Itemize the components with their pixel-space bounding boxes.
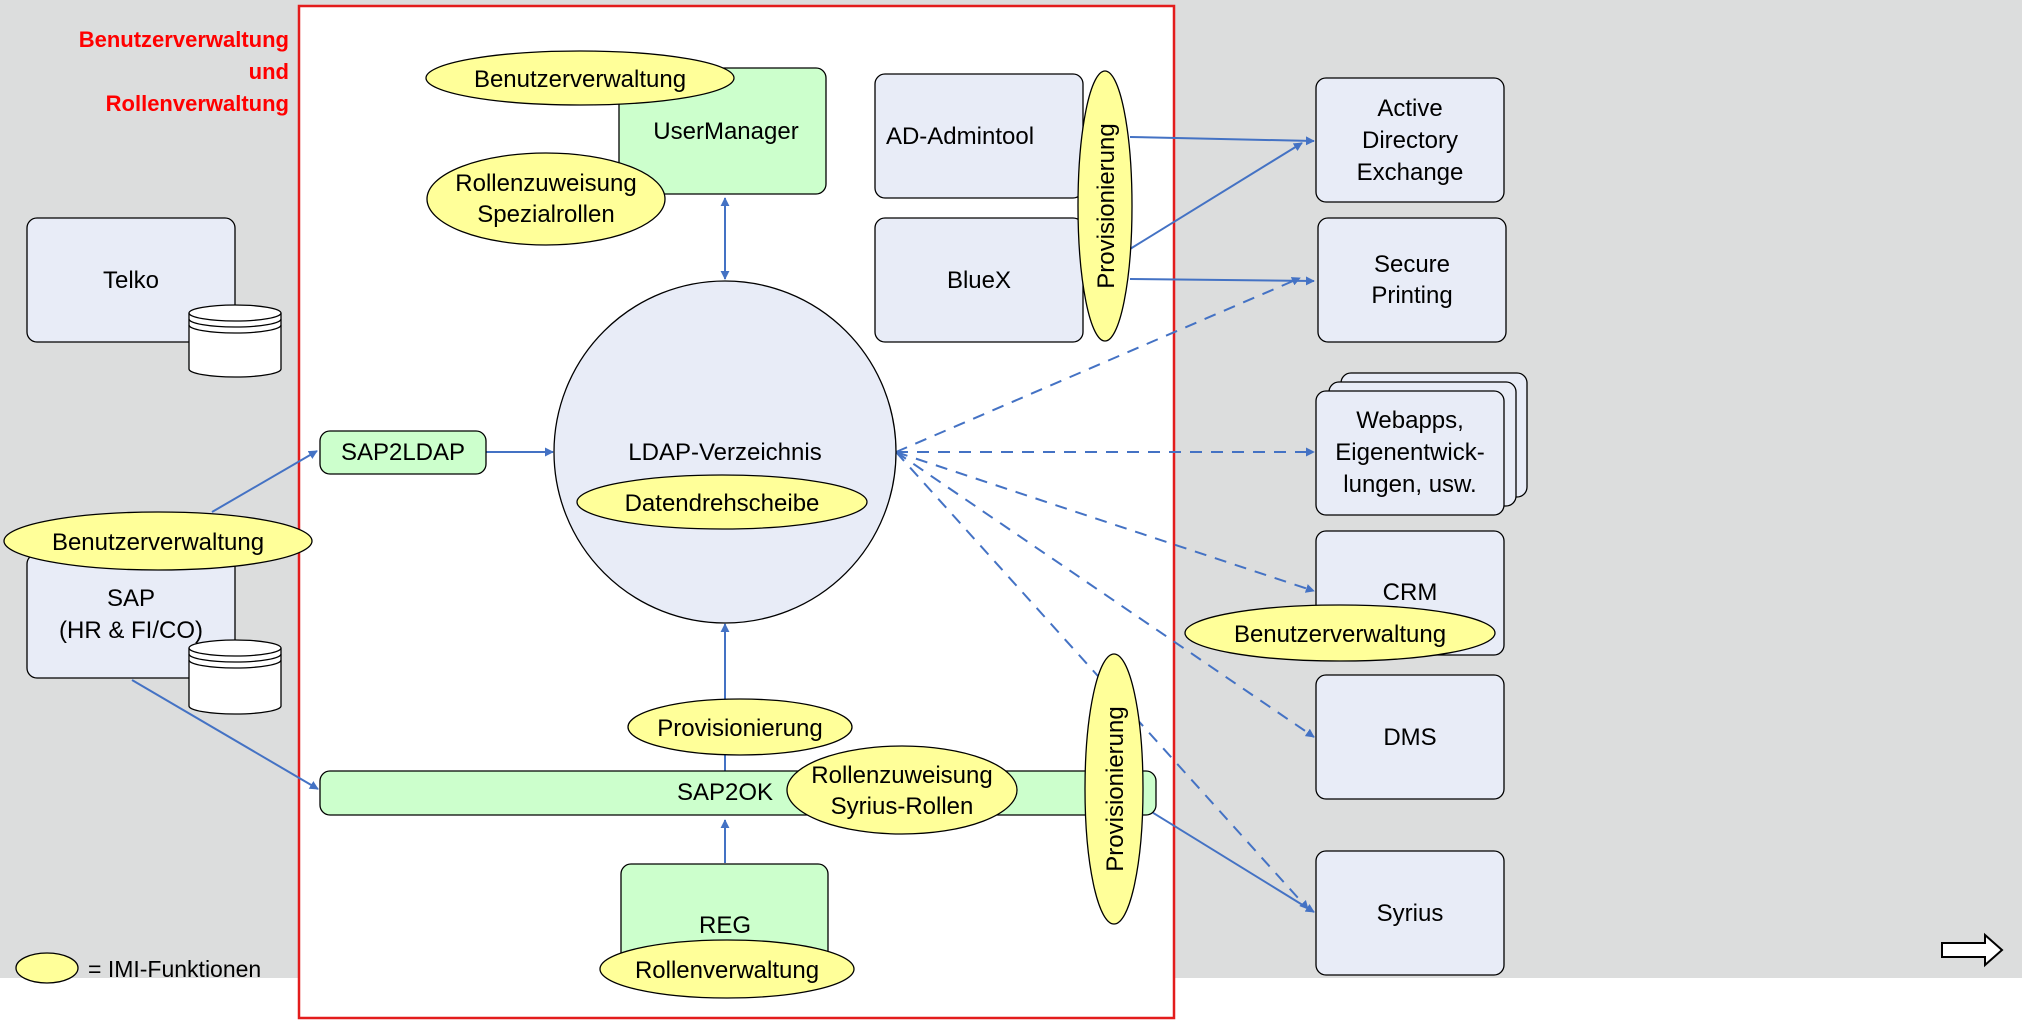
webapps-line-2: Eigenentwick- (1335, 439, 1484, 466)
node-provisionierung-bottom: Provisionierung (1084, 653, 1144, 925)
provisionierung-center-label: Provisionierung (657, 715, 822, 742)
telko-box (26, 217, 236, 343)
usermanager-label: UserManager (653, 118, 798, 145)
webapps-box (1315, 390, 1505, 516)
sap2ldap-box (319, 430, 487, 475)
connector-prov-to-ad (1129, 136, 1315, 146)
legend-imi-swatch (15, 952, 79, 984)
provisionierung-center-oval (627, 698, 853, 756)
crm-benutzerverwaltung-oval (1184, 604, 1496, 662)
sap-label-line-2: (HR & FI/CO) (59, 617, 203, 644)
connector-sap-to-sap2ok (131, 679, 319, 790)
dms-box (1315, 674, 1505, 800)
title-line-3: Rollenverwaltung (106, 91, 289, 116)
syrius-label: Syrius (1377, 900, 1444, 927)
node-provisionierung-center: Provisionierung (627, 698, 853, 756)
node-usermanager: UserManager Benutzerverwaltung Rollenzuw… (425, 50, 827, 246)
sap-benutzerverwaltung-label: Benutzerverwaltung (52, 529, 264, 556)
secure-printing-line-1: Secure (1374, 251, 1450, 278)
provisionierung-bottom-oval (1084, 653, 1144, 925)
node-sap: SAP (HR & FI/CO) Benutzerverwaltung (3, 511, 313, 715)
node-secure-printing: Secure Printing (1317, 217, 1507, 343)
node-telko: Telko (26, 217, 282, 378)
webapps-line-3: lungen, usw. (1343, 471, 1476, 498)
sap-label-line-1: SAP (107, 585, 155, 612)
active-directory-line-1: Active (1377, 95, 1442, 122)
connector-prov-to-secure (1129, 276, 1315, 286)
crm-benutzerverwaltung-label: Benutzerverwaltung (1234, 621, 1446, 648)
dashed-ldap-to-syrius (895, 451, 1309, 910)
rollenzuweisung-line-1: Rollenzuweisung (455, 170, 636, 197)
node-sap2ldap: SAP2LDAP (319, 430, 487, 475)
database-icon (188, 639, 282, 715)
connectors (131, 136, 1315, 913)
next-slide-arrow-shape (1941, 932, 2004, 968)
datendrehscheibe-oval (576, 474, 868, 530)
active-directory-box (1315, 77, 1505, 203)
title-line-1: Benutzerverwaltung (79, 27, 289, 52)
title-line-2: und (249, 59, 289, 84)
rollenverwaltung-label: Rollenverwaltung (635, 957, 819, 984)
node-webapps: Webapps, Eigenentwick- lungen, usw. (1315, 372, 1528, 516)
syrius-rollen-line-1: Rollenzuweisung (811, 762, 992, 789)
node-provisionierung-top: Provisionierung (1077, 70, 1133, 342)
legend: = IMI-Funktionen (15, 952, 261, 984)
dashed-ldap-to-secure (895, 277, 1301, 453)
syrius-rollen-oval (786, 745, 1018, 835)
bluex-label: BlueX (947, 267, 1011, 294)
rollenzuweisung-line-2: Spezialrollen (477, 201, 614, 228)
sap-benutzerverwaltung-oval (3, 511, 313, 571)
database-icon (188, 304, 282, 378)
usermanager-benutzerverwaltung-label: Benutzerverwaltung (474, 66, 686, 93)
dashed-ldap-to-crm (895, 451, 1315, 593)
datendrehscheibe-label: Datendrehscheibe (625, 490, 820, 517)
node-dms: DMS (1315, 674, 1505, 800)
telko-label: Telko (103, 267, 159, 294)
provisionierung-top-label: Provisionierung (1093, 123, 1120, 288)
ldap-circle (553, 280, 897, 624)
connector-bluex-to-ad (1129, 142, 1303, 250)
connector-sap-to-sap2ldap (211, 450, 318, 513)
provisionierung-bottom-label: Provisionierung (1102, 706, 1129, 871)
dashed-ldap-to-dms (895, 451, 1315, 738)
syrius-box (1315, 850, 1505, 976)
node-ldap-verzeichnis: LDAP-Verzeichnis Datendrehscheibe (553, 280, 897, 624)
syrius-rollen-line-2: Syrius-Rollen (831, 793, 974, 820)
active-directory-line-3: Exchange (1357, 159, 1464, 186)
node-crm: CRM Benutzerverwaltung (1184, 530, 1505, 662)
crm-label: CRM (1383, 579, 1438, 606)
node-bluex: BlueX (874, 217, 1084, 343)
node-active-directory: Active Directory Exchange (1315, 77, 1505, 203)
ad-admintool-label: AD-Admintool (886, 123, 1034, 150)
legend-label: = IMI-Funktionen (88, 956, 261, 982)
reg-label: REG (699, 912, 751, 939)
connector-prov-to-syrius (1141, 805, 1315, 913)
usermanager-benutzerverwaltung-oval (425, 50, 735, 106)
webapps-line-1: Webapps, (1356, 407, 1464, 434)
secure-printing-line-2: Printing (1371, 282, 1452, 309)
node-sap2ok: SAP2OK Rollenzuweisung Syrius-Rollen (319, 745, 1157, 835)
node-reg: REG Rollenverwaltung (599, 863, 855, 999)
right-arrow-icon[interactable] (1936, 932, 2006, 968)
dms-label: DMS (1383, 724, 1436, 751)
ldap-label: LDAP-Verzeichnis (628, 439, 821, 466)
active-directory-line-2: Directory (1362, 127, 1458, 154)
sap2ok-label: SAP2OK (677, 779, 773, 806)
rollenverwaltung-oval (599, 939, 855, 999)
provisionierung-top-oval (1077, 70, 1133, 342)
rollenzuweisung-spezialrollen-oval (426, 152, 666, 246)
sap2ldap-label: SAP2LDAP (341, 439, 465, 466)
diagram-title: Benutzerverwaltung und Rollenverwaltung (79, 27, 289, 116)
secure-printing-box (1317, 217, 1507, 343)
node-syrius: Syrius (1315, 850, 1505, 976)
node-ad-admintool: AD-Admintool (874, 73, 1084, 199)
